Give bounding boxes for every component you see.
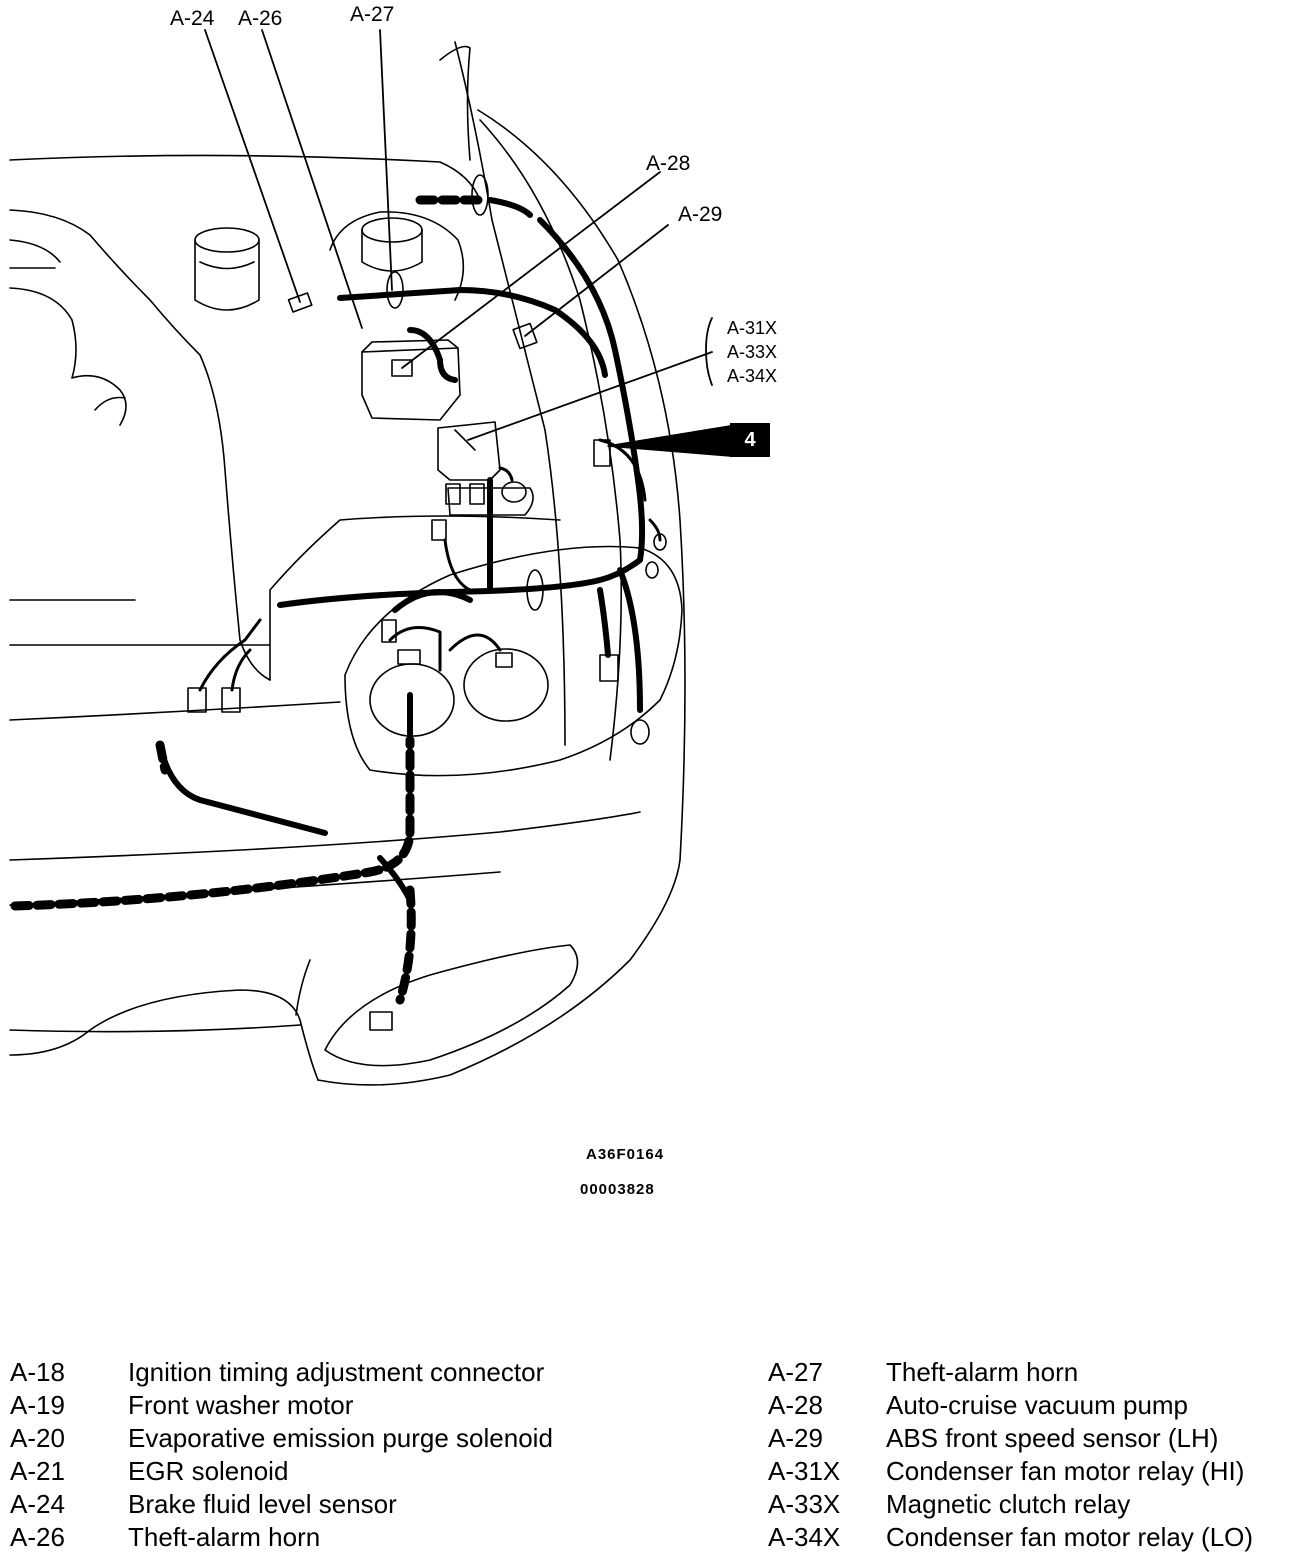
legend-code: A-33X	[768, 1489, 841, 1519]
legend-row: A-21 EGR solenoid	[10, 1455, 553, 1488]
legend-description: Auto-cruise vacuum pump	[886, 1390, 1189, 1420]
body-outline	[9, 41, 686, 1086]
legend-description: ABS front speed sensor (LH)	[886, 1423, 1219, 1453]
callout-a26: A-26	[238, 7, 283, 30]
callout-a31x: A-31X	[727, 318, 778, 338]
legend-description: Theft-alarm horn	[886, 1357, 1079, 1387]
legend-row: A-31X Condenser fan motor relay (HI)	[768, 1455, 1253, 1488]
legend-row: A-29 ABS front speed sensor (LH)	[768, 1422, 1253, 1455]
legend-code: A-20	[10, 1423, 65, 1453]
callout-a29: A-29	[678, 203, 723, 226]
legend-code: A-19	[10, 1390, 65, 1420]
callout-a28: A-28	[646, 152, 691, 175]
legend-row: A-20 Evaporative emission purge solenoid	[10, 1422, 553, 1455]
legend-code: A-18	[10, 1357, 65, 1387]
legend-code: A-29	[768, 1423, 823, 1453]
legend-left-column: A-18 Ignition timing adjustment connector…	[10, 1356, 553, 1554]
components	[187, 174, 667, 1031]
callout-a24: A-24	[170, 7, 215, 30]
legend-description: Evaporative emission purge solenoid	[128, 1423, 553, 1453]
callout-a33x: A-33X	[727, 342, 778, 362]
legend-row: A-24 Brake fluid level sensor	[10, 1488, 553, 1521]
legend-code: A-21	[10, 1456, 65, 1486]
figure-id: A36F0164	[586, 1146, 665, 1163]
legend-code: A-26	[10, 1522, 65, 1552]
legend-row: A-27 Theft-alarm horn	[768, 1356, 1253, 1389]
legend-description: Condenser fan motor relay (HI)	[886, 1456, 1245, 1486]
legend-row: A-18 Ignition timing adjustment connector	[10, 1356, 553, 1389]
legend-row: A-19 Front washer motor	[10, 1389, 553, 1422]
section-number-badge: 4	[730, 423, 770, 457]
legend-description: Magnetic clutch relay	[886, 1489, 1131, 1519]
legend-code: A-24	[10, 1489, 65, 1519]
legend-description: Theft-alarm horn	[128, 1522, 321, 1552]
legend-code: A-31X	[768, 1456, 841, 1486]
legend-row: A-28 Auto-cruise vacuum pump	[768, 1389, 1253, 1422]
legend-description: Brake fluid level sensor	[128, 1489, 397, 1519]
legend-description: Ignition timing adjustment connector	[128, 1357, 545, 1387]
legend-code: A-27	[768, 1357, 823, 1387]
legend-description: EGR solenoid	[128, 1456, 289, 1486]
legend-row: A-34X Condenser fan motor relay (LO)	[768, 1521, 1253, 1554]
callout-a34x: A-34X	[727, 366, 778, 386]
harness-dashed	[10, 195, 483, 1005]
leader-lines	[204, 29, 713, 441]
legend-row: A-33X Magnetic clutch relay	[768, 1488, 1253, 1521]
legend-code: A-28	[768, 1390, 823, 1420]
legend-code: A-34X	[768, 1522, 841, 1552]
wiring-harness-diagram	[9, 29, 731, 1086]
legend-description: Condenser fan motor relay (LO)	[886, 1522, 1254, 1552]
legend-row: A-26 Theft-alarm horn	[10, 1521, 553, 1554]
doc-number: 00003828	[580, 1181, 655, 1198]
callout-a27: A-27	[350, 3, 395, 26]
harness-thin	[198, 438, 662, 692]
legend-description: Front washer motor	[128, 1390, 354, 1420]
